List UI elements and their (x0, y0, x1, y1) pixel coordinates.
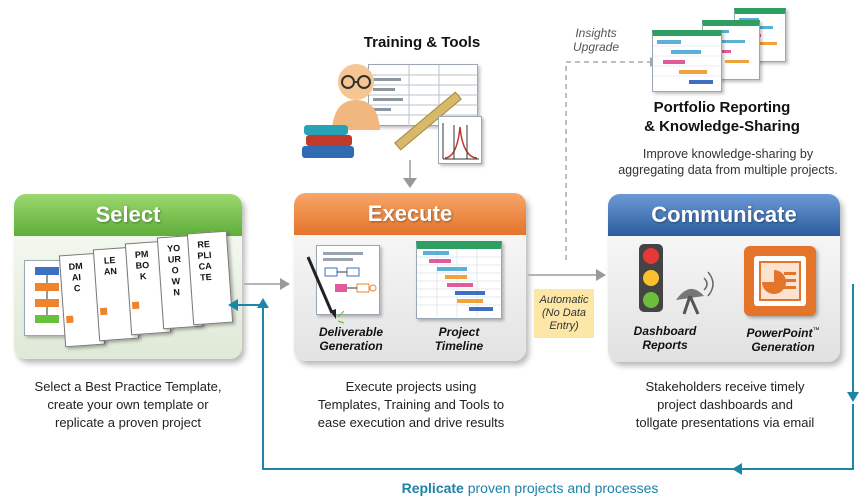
execute-panel: Execute (294, 193, 526, 361)
automatic-line1: Automatic (539, 294, 589, 306)
timeline-label-line2: Timeline (434, 339, 484, 353)
satellite-dish-icon (676, 271, 714, 315)
deliverable-label-line1: Deliverable (318, 325, 384, 339)
automatic-note: Automatic (No Data Entry) (534, 289, 594, 338)
portfolio-reports-icon (648, 8, 788, 94)
loop-left-arrowhead (228, 299, 238, 311)
person-icon (332, 64, 380, 130)
select-title: Select (14, 194, 242, 236)
select-desc-line: replicate a proven project (55, 415, 201, 430)
replicate-word: Replicate (401, 480, 464, 496)
powerpoint-label-line2: Generation (751, 340, 815, 354)
books-icon (302, 120, 354, 160)
training-tools-illustration (300, 56, 490, 176)
dashboard-label-line1: Dashboard (633, 324, 697, 338)
timeline-label-line1: Project (438, 325, 480, 339)
powerpoint-label-text: PowerPoint (746, 326, 813, 340)
template-card-label: DMAIC (68, 260, 83, 294)
loop-right-vertical (852, 284, 854, 394)
distribution-chart-icon (438, 116, 482, 164)
replicate-rest: proven projects and processes (463, 480, 659, 496)
communicate-desc-line: project dashboards and (657, 397, 793, 412)
insights-upgrade-label: Insights Upgrade (566, 26, 626, 54)
template-card-marker (66, 315, 74, 324)
select-description: Select a Best Practice Template, create … (8, 378, 248, 432)
loop-right-drop (852, 404, 854, 470)
portfolio-title: Portfolio Reporting & Knowledge-Sharing (602, 98, 842, 136)
insights-line1: Insights (575, 26, 617, 40)
communicate-desc-line: tollgate presentations via email (635, 415, 815, 430)
select-desc-line: Select a Best Practice Template, (34, 379, 222, 394)
communicate-title: Communicate (608, 194, 840, 236)
communicate-desc-line: Stakeholders receive timely (645, 379, 805, 394)
template-card-marker (99, 307, 108, 316)
execute-desc-line: Execute projects using (345, 379, 477, 394)
execute-desc-line: ease execution and drive results (317, 415, 505, 430)
project-timeline-icon (416, 241, 502, 319)
training-tools-title: Training & Tools (363, 34, 481, 51)
execute-desc-line: Templates, Training and Tools to (317, 397, 505, 412)
powerpoint-icon (744, 246, 816, 316)
template-card-label: YOUR OWN (166, 242, 182, 298)
portfolio-title-line1: Portfolio Reporting (653, 99, 791, 116)
traffic-light-icon (639, 244, 663, 312)
communicate-panel-body: Dashboard Reports PowerPoint™ Generation (608, 236, 840, 362)
loop-left-horizontal (236, 304, 264, 306)
replicate-caption: Replicate proven projects and processes (330, 480, 730, 496)
loop-left-vertical (262, 306, 264, 470)
select-panel-body: DMAIC LEAN PMBOK YOUR OWN REPLICATE (14, 230, 242, 359)
loop-down-arrowhead (847, 392, 859, 402)
portfolio-title-line2: & Knowledge-Sharing (644, 118, 800, 135)
dashboard-label-line2: Reports (642, 338, 688, 352)
execute-title: Execute (294, 193, 526, 235)
loop-up-arrowhead (257, 298, 269, 308)
automatic-line2: (No Data (541, 307, 587, 319)
dashboard-reports-label: Dashboard Reports (622, 324, 708, 352)
insights-line2: Upgrade (572, 40, 620, 54)
pen-icon (306, 256, 344, 324)
powerpoint-label-line1: PowerPoint™ (734, 324, 832, 340)
execute-to-communicate-arrowhead (596, 269, 606, 281)
deliverable-label-line2: Generation (319, 339, 383, 353)
project-timeline-label: Project Timeline (416, 325, 502, 353)
execute-description: Execute projects using Templates, Traini… (286, 378, 536, 432)
deliverable-generation-label: Deliverable Generation (306, 325, 396, 353)
select-to-execute-line (244, 283, 282, 285)
training-arrow-line (409, 160, 411, 182)
loop-bottom-horizontal (262, 468, 854, 470)
communicate-panel: Communicate Dashboar (608, 194, 840, 362)
template-card-replicate[interactable]: REPLICATE (186, 230, 234, 326)
portfolio-desc-line1: Improve knowledge-sharing by (642, 147, 814, 161)
template-card-label: PMBOK (134, 248, 150, 282)
select-desc-line: create your own template or (47, 397, 209, 412)
execute-to-communicate-line (528, 274, 598, 276)
template-card-marker (131, 301, 140, 310)
select-to-execute-arrowhead (280, 278, 290, 290)
portfolio-description: Improve knowledge-sharing by aggregating… (592, 146, 862, 178)
select-panel: Select DMAIC LEAN PMBOK Y (14, 194, 242, 359)
training-arrow-head (403, 178, 417, 188)
automatic-line3: Entry) (549, 320, 579, 332)
template-card-label: REPLICATE (197, 238, 213, 283)
trademark-symbol: ™ (812, 327, 820, 334)
portfolio-desc-line2: aggregating data from multiple projects. (618, 163, 838, 177)
communicate-description: Stakeholders receive timely project dash… (600, 378, 850, 432)
template-card-label: LEAN (103, 254, 118, 277)
loop-bottom-arrowhead (732, 463, 742, 475)
gantt-sheet-front (652, 30, 722, 92)
execute-panel-body: Deliverable Generation Project Timeline (294, 235, 526, 361)
powerpoint-generation-label: PowerPoint™ Generation (734, 324, 832, 354)
